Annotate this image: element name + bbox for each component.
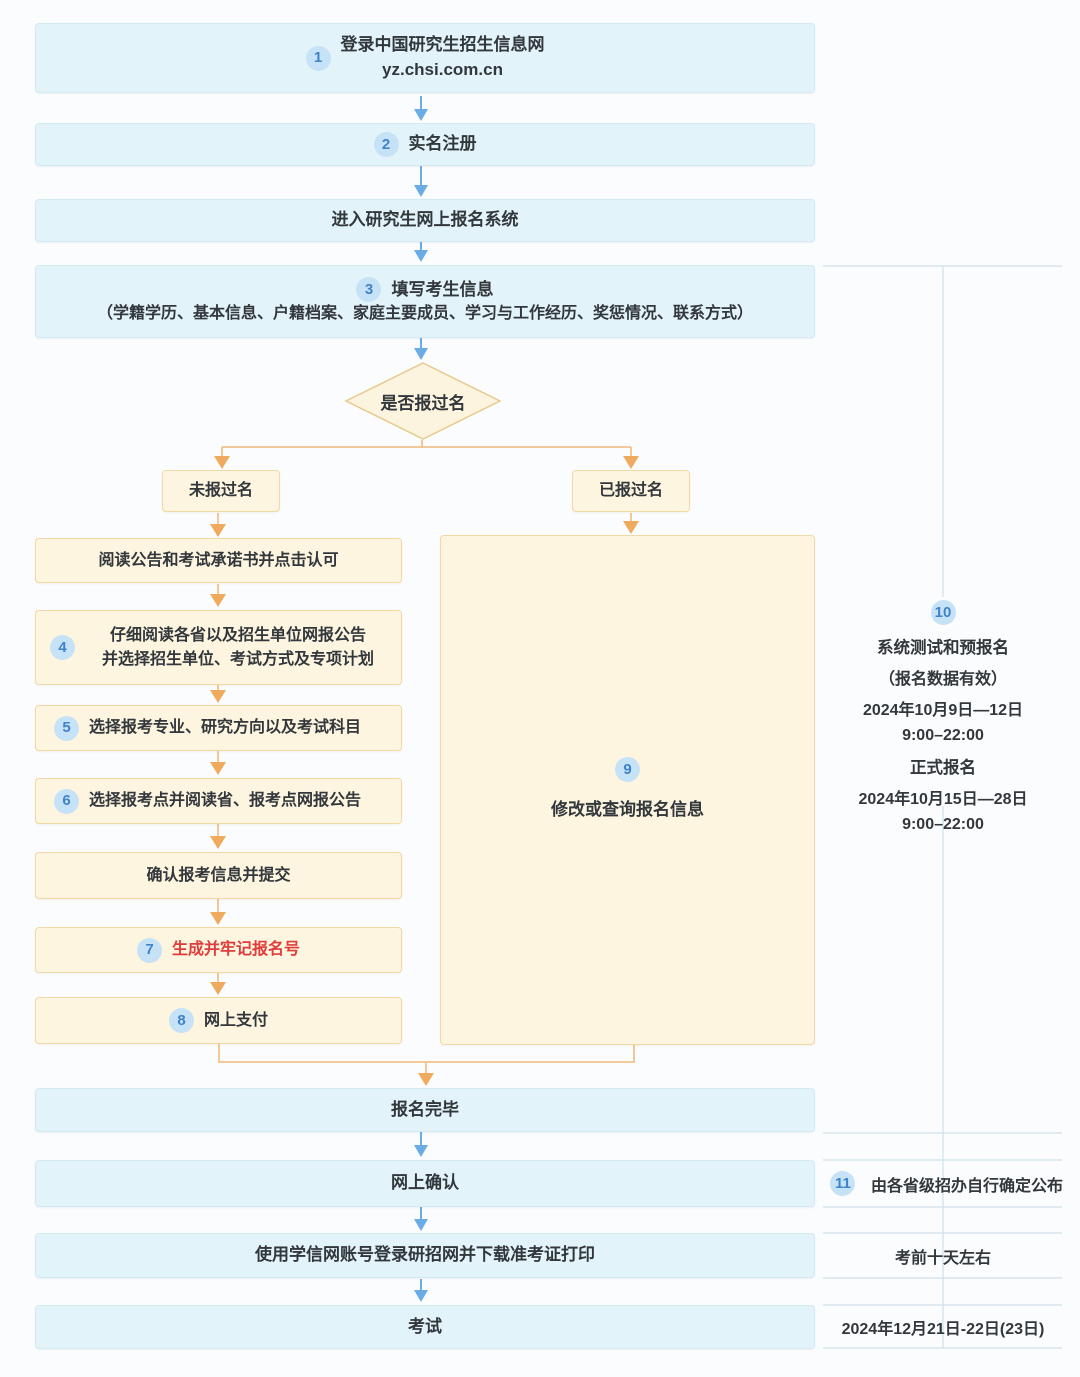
step6-number-badge: 6: [54, 788, 79, 814]
formal-registration-date: 2024年10月15日—28日: [858, 791, 1028, 808]
step6-label: 选择报考点并阅读省、报考点网报公告: [89, 792, 362, 810]
step-register-label: 实名注册: [408, 134, 477, 154]
sidebar-row-exam-date: 2024年12月21日-22日(23日): [823, 1305, 1063, 1348]
registration-done-box: 报名完毕: [35, 1088, 815, 1132]
sidebar10-number-badge: 10: [930, 600, 956, 625]
pre-registration-note: （报名数据有效）: [878, 671, 1007, 688]
step2-number-badge: 2: [373, 132, 399, 157]
enter-system-box: 进入研究生网上报名系统: [35, 199, 815, 242]
ticket-timing-label: 考前十天左右: [894, 1249, 991, 1267]
read-notice-label: 阅读公告和考试承诺书并点击认可: [98, 551, 339, 569]
sidebar-block-10: 10 系统测试和预报名 （报名数据有效） 2024年10月9日—12日 9:00…: [823, 600, 1063, 834]
branch-not-registered-label: 未报过名: [188, 482, 253, 500]
exam-label: 考试: [408, 1316, 442, 1336]
step7-number-badge: 7: [136, 937, 162, 963]
sidebar-row-11: 11 由各省级招办自行确定公布: [823, 1160, 1063, 1207]
confirm-submit-label: 确认报考信息并提交: [146, 866, 291, 884]
enter-system-label: 进入研究生网上报名系统: [331, 210, 519, 230]
step7-box: 7 生成并牢记报名号: [35, 927, 402, 973]
decision-label: 是否报过名: [380, 393, 466, 413]
step-login-label: 登录中国研究生招生信息网: [340, 35, 545, 55]
step4-line1: 仔细阅读各省以及招生单位网报公告: [109, 627, 366, 645]
step8-number-badge: 8: [168, 1008, 194, 1033]
online-confirm-label: 网上确认: [391, 1173, 459, 1193]
branch-registered-box: 已报过名: [572, 470, 690, 512]
exam-date-label: 2024年12月21日-22日(23日): [841, 1320, 1045, 1338]
modify-query-label: 修改或查询报名信息: [551, 800, 704, 820]
step9-number-badge: 9: [615, 757, 640, 783]
formal-registration-title: 正式报名: [910, 759, 976, 777]
registration-done-label: 报名完毕: [391, 1099, 459, 1119]
read-notice-box: 阅读公告和考试承诺书并点击认可: [35, 538, 402, 583]
step7-label: 生成并牢记报名号: [171, 941, 300, 959]
branch-registered-label: 已报过名: [598, 482, 663, 500]
step5-box: 5 选择报考专业、研究方向以及考试科目: [35, 705, 402, 751]
step8-box: 8 网上支付: [35, 997, 402, 1044]
formal-registration-time: 9:00–22:00: [902, 816, 984, 833]
diamond-shape: [344, 362, 502, 440]
download-ticket-box: 使用学信网账号登录研招网并下载准考证打印: [35, 1233, 815, 1278]
step4-line2: 并选择招生单位、考试方式及专项计划: [101, 650, 374, 668]
exam-box: 考试: [35, 1305, 815, 1349]
sidebar11-number-badge: 11: [830, 1171, 856, 1196]
download-ticket-label: 使用学信网账号登录研招网并下载准考证打印: [255, 1245, 595, 1265]
fill-info-detail: （学籍学历、基本信息、户籍档案、家庭主要成员、学习与工作经历、奖惩情况、联系方式…: [96, 305, 753, 323]
step4-box: 4 仔细阅读各省以及招生单位网报公告 并选择招生单位、考试方式及专项计划: [35, 610, 402, 685]
fill-info-box: 3 填写考生信息 （学籍学历、基本信息、户籍档案、家庭主要成员、学习与工作经历、…: [35, 265, 815, 338]
step8-label: 网上支付: [203, 1011, 268, 1029]
step5-label: 选择报考专业、研究方向以及考试科目: [89, 719, 362, 737]
step-login-box: 1 登录中国研究生招生信息网 yz.chsi.com.cn: [35, 23, 815, 93]
step4-number-badge: 4: [50, 635, 75, 660]
pre-registration-title: 系统测试和预报名: [877, 639, 1009, 657]
step3-number-badge: 3: [356, 277, 382, 303]
sidebar-row-ticket: 考前十天左右: [823, 1233, 1063, 1278]
step6-box: 6 选择报考点并阅读省、报考点网报公告: [35, 778, 402, 824]
modify-query-box: 9 修改或查询报名信息: [440, 535, 815, 1045]
fill-info-title: 填写考生信息: [391, 279, 494, 299]
pre-registration-time: 9:00–22:00: [902, 727, 984, 744]
decision-diamond: 是否报过名: [344, 361, 502, 441]
pre-registration-date: 2024年10月9日—12日: [862, 702, 1024, 719]
confirm-submit-box: 确认报考信息并提交: [35, 852, 402, 899]
province-announce-label: 由各省级招办自行确定公布: [870, 1177, 1063, 1195]
step1-number-badge: 1: [305, 45, 331, 71]
online-confirm-box: 网上确认: [35, 1160, 815, 1207]
step-login-url: yz.chsi.com.cn: [382, 60, 503, 79]
step5-number-badge: 5: [54, 715, 79, 741]
branch-not-registered-box: 未报过名: [162, 470, 280, 512]
step-register-box: 2 实名注册: [35, 123, 815, 166]
